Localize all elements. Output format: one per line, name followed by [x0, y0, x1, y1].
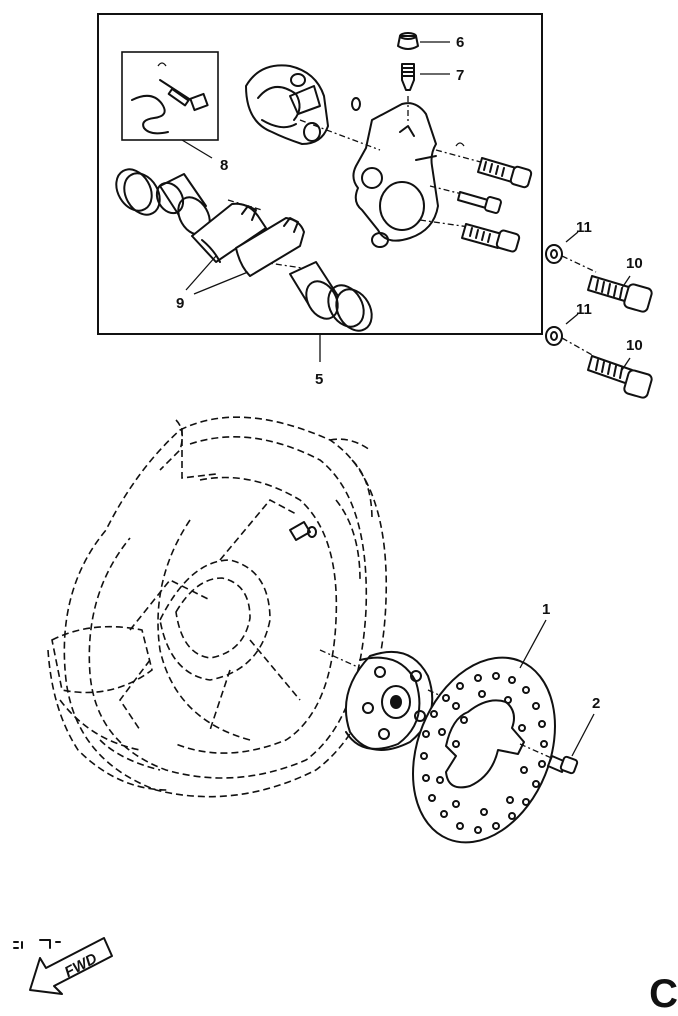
fwd-arrow-icon — [13, 937, 113, 995]
callout-bolt-lower: 10 — [626, 337, 643, 354]
caliper-bolts — [457, 157, 533, 253]
brake-pads-part — [185, 202, 305, 295]
callout-bleed-screw: 7 — [456, 67, 465, 84]
callout-disc: 1 — [542, 601, 551, 618]
wheel-phantom — [47, 416, 388, 798]
callout-washer-lower: 11 — [576, 301, 592, 318]
callout-pin-kit: 8 — [220, 157, 229, 174]
pin-kit-box — [121, 51, 219, 159]
callout-washer-upper: 11 — [576, 219, 592, 236]
callout-bleed-cap: 6 — [456, 34, 465, 51]
hub-adapter — [319, 649, 451, 751]
disc-holes — [420, 672, 548, 834]
callout-pads: 9 — [176, 295, 185, 312]
mount-bolt-lower — [545, 313, 653, 399]
caliper-bracket — [245, 64, 329, 145]
bleed-cap-part — [397, 32, 450, 50]
bleed-screw-part — [401, 63, 450, 91]
disc-bolt-part — [519, 713, 595, 775]
callout-caliper-assembly: 5 — [315, 371, 324, 388]
corner-letter: C — [649, 972, 678, 1016]
caliper-body — [352, 102, 439, 248]
piston-seals-right — [289, 261, 373, 332]
mount-bolt-upper — [545, 231, 653, 313]
callout-disc-bolt: 2 — [592, 695, 601, 712]
callout-bolt-upper: 10 — [626, 255, 643, 272]
brake-disc-part — [412, 619, 556, 844]
